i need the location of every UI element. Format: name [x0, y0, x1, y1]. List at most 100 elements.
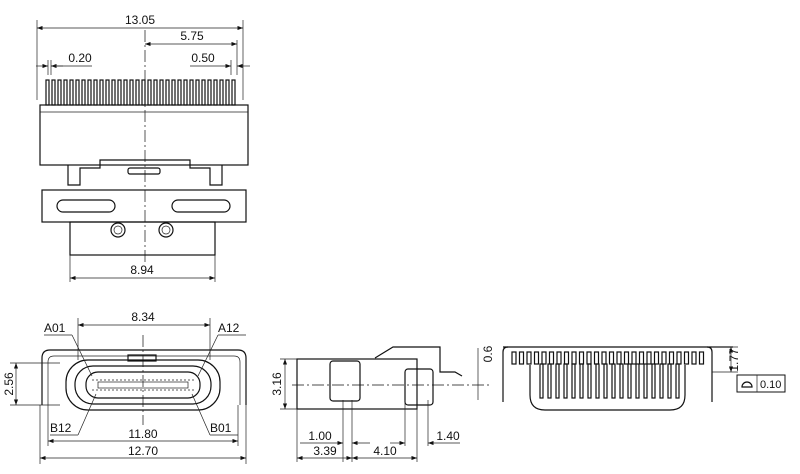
front-view: 8.34 A01 A12 B12 B01 2.56 11.80 12.70 [2, 310, 247, 464]
dim-0-6: 0.6 [481, 345, 495, 362]
dim-2-56: 2.56 [2, 372, 16, 396]
dim-4-10: 4.10 [373, 444, 397, 458]
pin [578, 351, 585, 365]
side-body [296, 358, 418, 410]
pin [57, 79, 62, 106]
pin [675, 363, 680, 399]
side-view: 3.16 0.6 1.00 3.39 4.10 1.40 [270, 345, 495, 462]
pin [51, 79, 56, 106]
pin [539, 363, 544, 399]
pin [165, 79, 170, 106]
pin [141, 79, 146, 106]
pin [135, 79, 140, 106]
pin [667, 363, 672, 399]
pin [623, 351, 630, 365]
rear-body [529, 365, 686, 411]
pin [153, 79, 158, 106]
pin [571, 363, 576, 399]
pin [587, 363, 592, 399]
pin [548, 351, 555, 365]
pin [105, 79, 110, 106]
usb-c-receptacle [85, 371, 201, 399]
dim-3-16: 3.16 [270, 372, 284, 396]
top-flange [41, 189, 247, 223]
pin [556, 351, 562, 365]
top-pin-row [45, 79, 236, 106]
pin [653, 351, 660, 365]
pin [231, 79, 236, 106]
dim-8-94: 8.94 [130, 263, 154, 277]
pin [691, 351, 697, 365]
front-housing [65, 359, 221, 411]
pin [533, 351, 540, 365]
pin [207, 79, 212, 106]
dim-3-39: 3.39 [313, 444, 337, 458]
top-view: 13.05 5.75 0.20 0.50 8.94 [36, 13, 250, 282]
side-shell [374, 346, 463, 377]
pin [201, 79, 206, 106]
pin [541, 351, 547, 365]
pin [183, 79, 188, 106]
pin [593, 351, 600, 365]
pin [638, 351, 645, 365]
pin [668, 351, 675, 365]
pin [99, 79, 104, 106]
pin [129, 79, 134, 106]
label-a12: A12 [218, 321, 240, 335]
pin [563, 363, 568, 399]
pin [646, 351, 652, 365]
front-shell [41, 349, 247, 405]
pin [117, 79, 122, 106]
pin [601, 351, 607, 365]
pin [159, 79, 164, 106]
dim-1-40: 1.40 [436, 429, 460, 443]
pin [123, 79, 128, 106]
pin [526, 351, 532, 365]
pin [616, 351, 622, 365]
pin [195, 79, 200, 106]
pin [555, 363, 560, 399]
pin [69, 79, 74, 106]
pin [635, 363, 640, 399]
pin [511, 351, 517, 365]
pin [595, 363, 600, 399]
pin [547, 363, 552, 399]
pin [571, 351, 577, 365]
pin [81, 79, 86, 106]
dim-0-20: 0.20 [68, 51, 92, 65]
pin [111, 79, 116, 106]
label-b12: B12 [50, 421, 72, 435]
dim-1-77: 1.77 [727, 348, 741, 372]
pin [661, 351, 667, 365]
flatness-value: 0.10 [760, 379, 781, 391]
pin [213, 79, 218, 106]
top-latch [67, 159, 223, 186]
hole-right [158, 222, 174, 238]
hole-left [110, 222, 126, 238]
pin [579, 363, 584, 399]
pin [586, 351, 592, 365]
rear-leg-left [502, 346, 509, 402]
pin [608, 351, 615, 365]
slot-right [171, 199, 231, 213]
profile-of-surface-icon [741, 381, 753, 388]
rear-pin-row [511, 351, 705, 399]
dim-1-00: 1.00 [308, 429, 332, 443]
pin [619, 363, 624, 399]
pin [611, 363, 616, 399]
pin [189, 79, 194, 106]
pin [518, 351, 525, 365]
pin [75, 79, 80, 106]
pin [698, 351, 705, 365]
dim-13-05: 13.05 [125, 13, 155, 27]
label-a01: A01 [44, 321, 66, 335]
pin [225, 79, 230, 106]
pin [631, 351, 637, 365]
pin [63, 79, 68, 106]
slot-left [56, 199, 116, 213]
dim-0-50: 0.50 [191, 51, 215, 65]
pin [627, 363, 632, 399]
pin [603, 363, 608, 399]
top-body [39, 104, 249, 166]
